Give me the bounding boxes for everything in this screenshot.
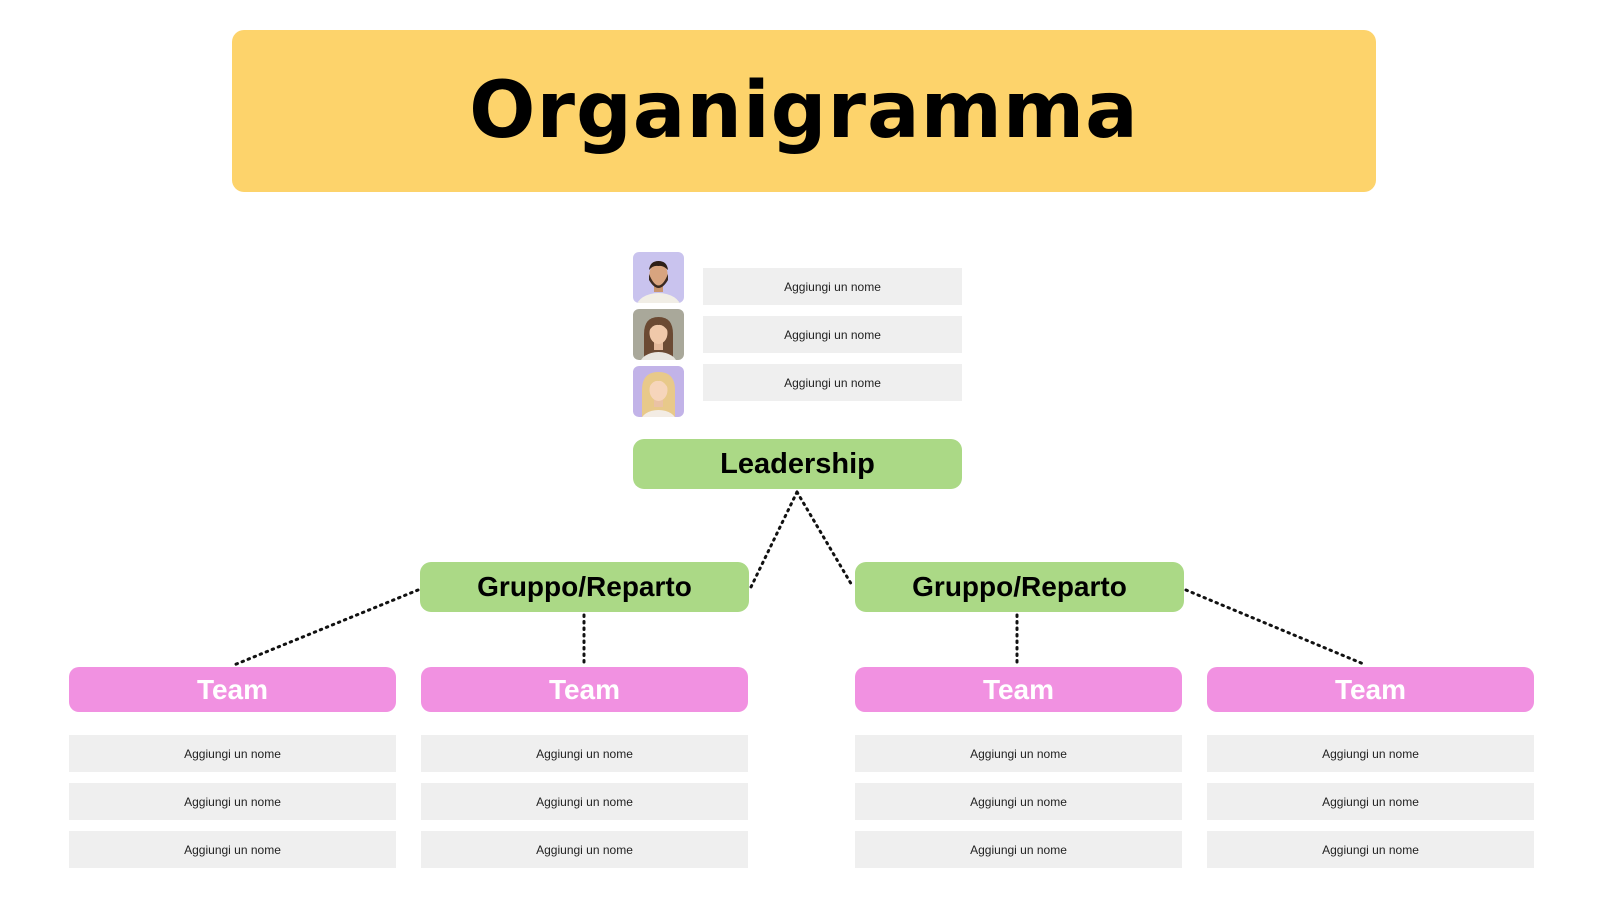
team-label: Team — [982, 673, 1055, 705]
team-member-field[interactable]: Aggiungi un nome — [1207, 831, 1534, 868]
name-placeholder: Aggiungi un nome — [184, 746, 281, 761]
connector-group-2-team-4 — [1184, 588, 1368, 667]
team-label: Team — [548, 673, 621, 705]
name-placeholder: Aggiungi un nome — [970, 794, 1067, 809]
team-member-field[interactable]: Aggiungi un nome — [1207, 783, 1534, 820]
team-box[interactable]: Team — [69, 667, 396, 712]
leadership-box[interactable]: Leadership — [633, 439, 962, 489]
page-title: Organigramma — [469, 66, 1139, 156]
group-label: Gruppo/Reparto — [477, 571, 692, 602]
name-placeholder: Aggiungi un nome — [184, 794, 281, 809]
leader-name-field[interactable]: Aggiungi un nome — [703, 268, 962, 305]
name-placeholder: Aggiungi un nome — [1322, 746, 1419, 761]
name-placeholder: Aggiungi un nome — [184, 842, 281, 857]
team-box[interactable]: Team — [421, 667, 748, 712]
name-placeholder: Aggiungi un nome — [536, 746, 633, 761]
group-box[interactable]: Gruppo/Reparto — [855, 562, 1184, 612]
team-member-field[interactable]: Aggiungi un nome — [69, 735, 396, 772]
team-member-field[interactable]: Aggiungi un nome — [855, 735, 1182, 772]
woman-blonde-avatar-icon — [633, 366, 684, 417]
team-member-field[interactable]: Aggiungi un nome — [69, 831, 396, 868]
man-avatar-icon — [633, 252, 684, 303]
team-member-field[interactable]: Aggiungi un nome — [69, 783, 396, 820]
name-placeholder: Aggiungi un nome — [784, 327, 881, 342]
connector-group-1-team-1 — [232, 588, 420, 667]
connector-leadership-group-2 — [795, 490, 855, 589]
woman-avatar-icon — [633, 309, 684, 360]
team-member-field[interactable]: Aggiungi un nome — [421, 783, 748, 820]
leader-name-field[interactable]: Aggiungi un nome — [703, 316, 962, 353]
team-member-field[interactable]: Aggiungi un nome — [855, 783, 1182, 820]
team-box[interactable]: Team — [855, 667, 1182, 712]
name-placeholder: Aggiungi un nome — [970, 842, 1067, 857]
team-member-field[interactable]: Aggiungi un nome — [855, 831, 1182, 868]
leader-name-field[interactable]: Aggiungi un nome — [703, 364, 962, 401]
team-label: Team — [1334, 673, 1407, 705]
title-banner: Organigramma — [232, 30, 1376, 192]
team-label: Team — [196, 673, 269, 705]
avatar — [633, 252, 684, 303]
name-placeholder: Aggiungi un nome — [1322, 842, 1419, 857]
name-placeholder: Aggiungi un nome — [784, 279, 881, 294]
avatar — [633, 366, 684, 417]
team-member-field[interactable]: Aggiungi un nome — [421, 735, 748, 772]
team-member-field[interactable]: Aggiungi un nome — [1207, 735, 1534, 772]
name-placeholder: Aggiungi un nome — [536, 842, 633, 857]
avatar — [633, 309, 684, 360]
leadership-label: Leadership — [720, 447, 875, 480]
name-placeholder: Aggiungi un nome — [784, 375, 881, 390]
team-box[interactable]: Team — [1207, 667, 1534, 712]
connector-leadership-group-1 — [749, 490, 799, 589]
name-placeholder: Aggiungi un nome — [536, 794, 633, 809]
name-placeholder: Aggiungi un nome — [970, 746, 1067, 761]
team-member-field[interactable]: Aggiungi un nome — [421, 831, 748, 868]
group-label: Gruppo/Reparto — [912, 571, 1127, 602]
group-box[interactable]: Gruppo/Reparto — [420, 562, 749, 612]
name-placeholder: Aggiungi un nome — [1322, 794, 1419, 809]
